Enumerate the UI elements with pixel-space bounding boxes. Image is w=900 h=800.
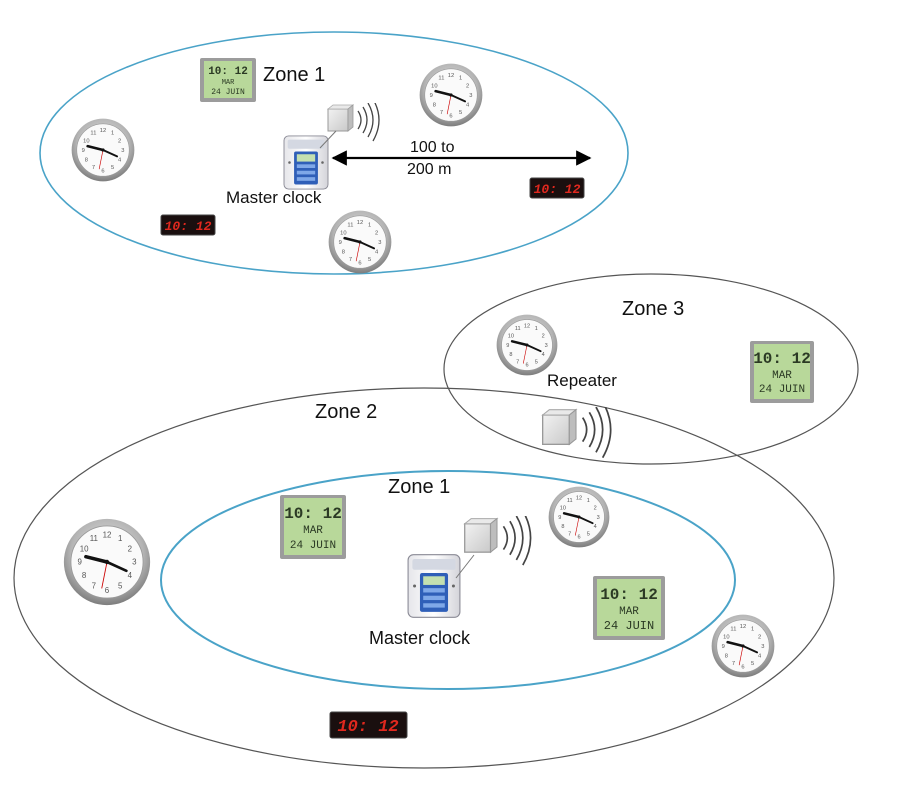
master-clock-top <box>283 135 329 190</box>
analog-clock-top-bottom <box>328 210 392 274</box>
master-clock-top-label: Master clock <box>226 188 322 207</box>
analog-clock-zone2-large <box>63 518 151 606</box>
lcd-time-text: 10: 12 <box>753 350 811 368</box>
transmitter-top <box>327 103 380 142</box>
repeater-label: Repeater <box>547 371 617 390</box>
lcd-time-text: 10: 12 <box>600 586 658 604</box>
distance-label-line2: 200 m <box>407 161 452 178</box>
zone1-bottom-label: Zone 1 <box>388 476 451 498</box>
analog-clock-top-left <box>71 118 135 182</box>
lcd-date-text: 24 JUIN <box>211 88 245 97</box>
lcd-time-text: 10: 12 <box>208 66 248 78</box>
zone3-label: Zone 3 <box>622 298 685 320</box>
led-display-top-right: 10: 12 <box>529 177 585 199</box>
led-time-text: 10: 12 <box>534 182 581 197</box>
zone1-bottom-boundary <box>160 470 736 690</box>
master-clock-bottom-label: Master clock <box>369 628 471 648</box>
repeater-device <box>541 407 612 459</box>
led-time-text: 10: 12 <box>165 219 212 234</box>
analog-clock-zone1-bottom <box>548 486 610 548</box>
lcd-date-text: 24 JUIN <box>604 619 654 633</box>
led-display-bottom: 10: 12 <box>329 711 408 739</box>
analog-clock-top-right <box>419 63 483 127</box>
zone1-top-label: Zone 1 <box>263 64 326 86</box>
lcd-time-text: 10: 12 <box>284 505 342 523</box>
analog-clock-zone3 <box>496 314 558 376</box>
lcd-display-zone1-right: 10: 12 MAR 24 JUIN <box>593 576 665 640</box>
lcd-display-top: 10: 12 MAR 24 JUIN <box>200 58 256 102</box>
lcd-date-text: 24 JUIN <box>759 384 805 396</box>
zone3-boundary <box>443 273 859 465</box>
analog-clock-zone2-right <box>711 614 775 678</box>
distance-label-line1: 100 to <box>410 139 455 156</box>
zone2-label: Zone 2 <box>315 401 378 423</box>
led-time-text: 10: 12 <box>337 718 398 737</box>
lcd-display-zone3: 10: 12 MAR 24 JUIN <box>750 341 814 403</box>
transmitter-bottom-cable <box>455 554 475 579</box>
lcd-day-text: MAR <box>222 79 235 87</box>
zone2-boundary <box>13 387 835 769</box>
led-display-top-left: 10: 12 <box>160 214 216 236</box>
transmitter-top-cable <box>319 130 337 149</box>
lcd-date-text: 24 JUIN <box>290 540 336 552</box>
master-clock-bottom <box>407 554 461 618</box>
lcd-day-text: MAR <box>619 606 639 618</box>
lcd-day-text: MAR <box>303 525 323 537</box>
transmitter-bottom <box>463 516 532 566</box>
lcd-display-zone1-left: 10: 12 MAR 24 JUIN <box>280 495 346 559</box>
zone1-top-boundary <box>39 31 629 275</box>
lcd-day-text: MAR <box>772 370 792 382</box>
